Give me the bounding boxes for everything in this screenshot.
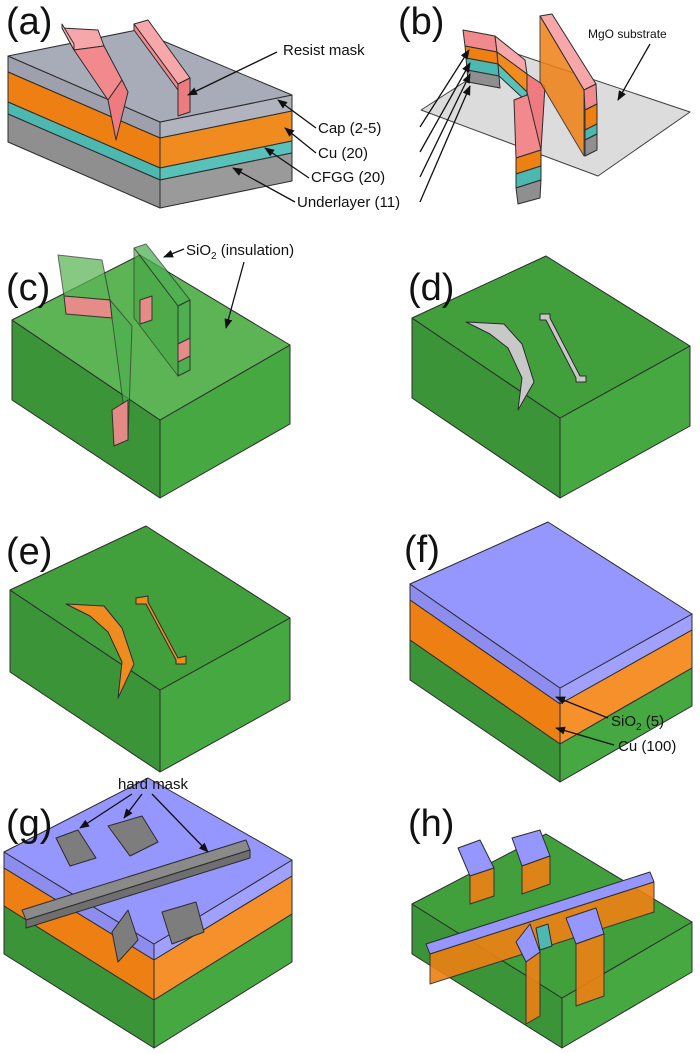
label-resist-mask: Resist mask xyxy=(283,42,365,59)
sio2-f-suffix-text: (5) xyxy=(642,713,665,730)
label-cu-100: Cu (100) xyxy=(618,738,676,755)
arrow-cfgg xyxy=(264,147,310,179)
polished-pattern-d xyxy=(465,313,587,411)
panel-h: (h) xyxy=(408,803,693,1049)
panel-letter-e: (e) xyxy=(6,531,52,573)
sio2-f-subscript: 2 xyxy=(636,722,642,733)
etched-structure-h xyxy=(425,829,655,1025)
resist-mask-a xyxy=(61,19,191,141)
arrow-resist-mask xyxy=(187,51,278,96)
label-hard-mask: hard mask xyxy=(118,776,189,793)
hard-mask-g xyxy=(21,815,251,963)
panel-b: (b) MgO substrate xyxy=(398,1,691,205)
sio2-f-main-text: SiO xyxy=(611,713,636,730)
arrow-sio2-pillar xyxy=(163,248,185,258)
arrow-hard-mask-1 xyxy=(79,793,133,829)
arrow-b-cap xyxy=(419,49,470,128)
arrow-cu xyxy=(284,127,317,154)
panel-letter-g: (g) xyxy=(6,803,52,845)
arrow-b-cfgg xyxy=(419,73,471,178)
exposed-pattern-e xyxy=(65,595,187,699)
sio2-subscript: 2 xyxy=(211,251,217,262)
label-sio2-insulation: SiO2 (insulation) xyxy=(186,242,294,262)
label-mgo-substrate: MgO substrate xyxy=(588,27,667,41)
sio2-main-text: SiO xyxy=(186,242,211,259)
arrow-sio2-5 xyxy=(555,696,609,719)
etched-stack-b xyxy=(462,13,598,205)
arrow-cu-100 xyxy=(555,726,615,746)
arrow-hard-mask-3 xyxy=(151,793,209,853)
arrow-underlayer xyxy=(232,167,296,203)
panel-letter-d: (d) xyxy=(408,267,454,309)
label-cu: Cu (20) xyxy=(318,145,368,162)
label-underlayer: Underlayer (11) xyxy=(297,194,400,211)
arrow-b-cu xyxy=(419,62,471,153)
sio2-suffix-text: (insulation) xyxy=(217,242,295,259)
label-sio2-5: SiO2 (5) xyxy=(611,713,664,733)
panel-letter-b: (b) xyxy=(398,1,444,43)
panel-g: (g) hard mask xyxy=(3,776,293,1049)
panel-a: (a) Resist mask Cap (2-5) Cu (20) CFGG (… xyxy=(6,1,400,211)
panel-letter-h: (h) xyxy=(408,803,454,845)
label-cap: Cap (2-5) xyxy=(318,120,381,137)
panel-c: (c) SiO2 (insulation) xyxy=(6,242,294,499)
panel-d: (d) xyxy=(408,255,691,499)
arrow-sio2-block xyxy=(224,261,245,329)
encapsulated-stack-c xyxy=(57,243,191,447)
stack-block-a xyxy=(7,29,293,209)
arrow-b-underlayer xyxy=(419,85,471,203)
arrow-hard-mask-2 xyxy=(123,793,143,819)
arrow-mgo-substrate xyxy=(617,43,651,101)
panel-f: (f) SiO2 (5) Cu (100) xyxy=(404,521,693,783)
panel-letter-c: (c) xyxy=(6,267,50,309)
arrow-cap xyxy=(277,99,317,129)
panel-letter-f: (f) xyxy=(404,529,440,571)
panel-letter-a: (a) xyxy=(6,1,52,43)
label-cfgg: CFGG (20) xyxy=(311,169,385,186)
panel-e: (e) xyxy=(6,525,291,773)
